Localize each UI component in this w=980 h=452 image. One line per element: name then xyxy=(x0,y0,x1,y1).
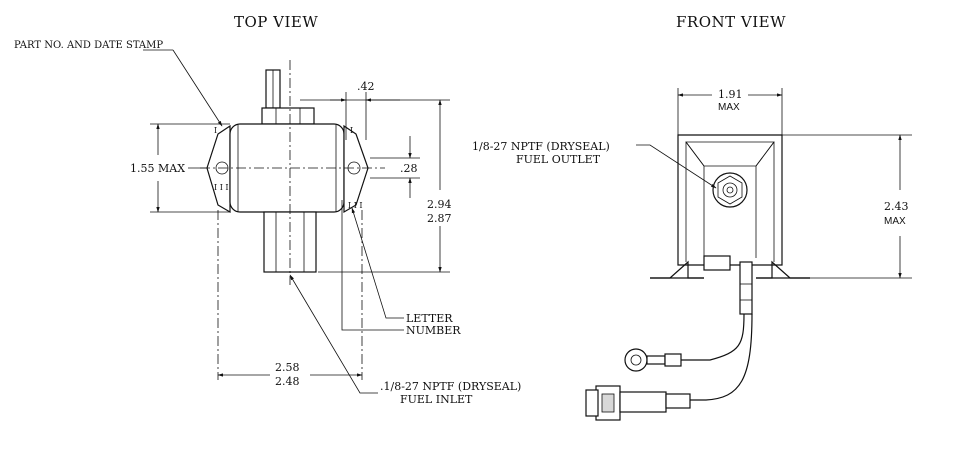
inlet-label-2: FUEL INLET xyxy=(400,393,473,406)
dim-front-width: 1.91 xyxy=(718,88,743,101)
svg-text:I I I: I I I xyxy=(214,183,229,192)
svg-text:I: I xyxy=(350,126,353,135)
letter-label: LETTER xyxy=(406,312,453,325)
outlet-label-2: FUEL OUTLET xyxy=(516,153,601,166)
svg-text:I: I xyxy=(214,126,217,135)
stamp-label: PART NO. AND DATE STAMP xyxy=(14,40,163,51)
dim-length-min: 2.87 xyxy=(427,212,452,225)
dim-width-42: .42 xyxy=(357,80,375,93)
front-view-drawing: 1.91 MAX 1/8-27 NPTF (DRYSEAL) FUEL OUTL… xyxy=(472,88,912,421)
front-view-title: FRONT VIEW xyxy=(676,13,786,31)
dim-height-155: 1.55 MAX xyxy=(130,162,185,175)
number-label: NUMBER xyxy=(406,324,461,337)
dim-front-height-max: MAX xyxy=(884,216,906,227)
dim-base-max: 2.58 xyxy=(275,361,300,374)
dim-front-width-max: MAX xyxy=(718,102,740,113)
outlet-label-1: 1/8-27 NPTF (DRYSEAL) xyxy=(472,140,610,153)
top-view-drawing: PART NO. AND DATE STAMP I I I I I I I I xyxy=(14,40,521,406)
inlet-label-1: .1/8-27 NPTF (DRYSEAL) xyxy=(380,380,521,393)
dim-length-max: 2.94 xyxy=(427,198,452,211)
dim-front-height: 2.43 xyxy=(884,200,909,213)
top-view-title: TOP VIEW xyxy=(234,13,318,31)
svg-text:I I I: I I I xyxy=(348,201,363,210)
dim-base-min: 2.48 xyxy=(275,375,300,388)
dim-offset-28: .28 xyxy=(400,162,418,175)
